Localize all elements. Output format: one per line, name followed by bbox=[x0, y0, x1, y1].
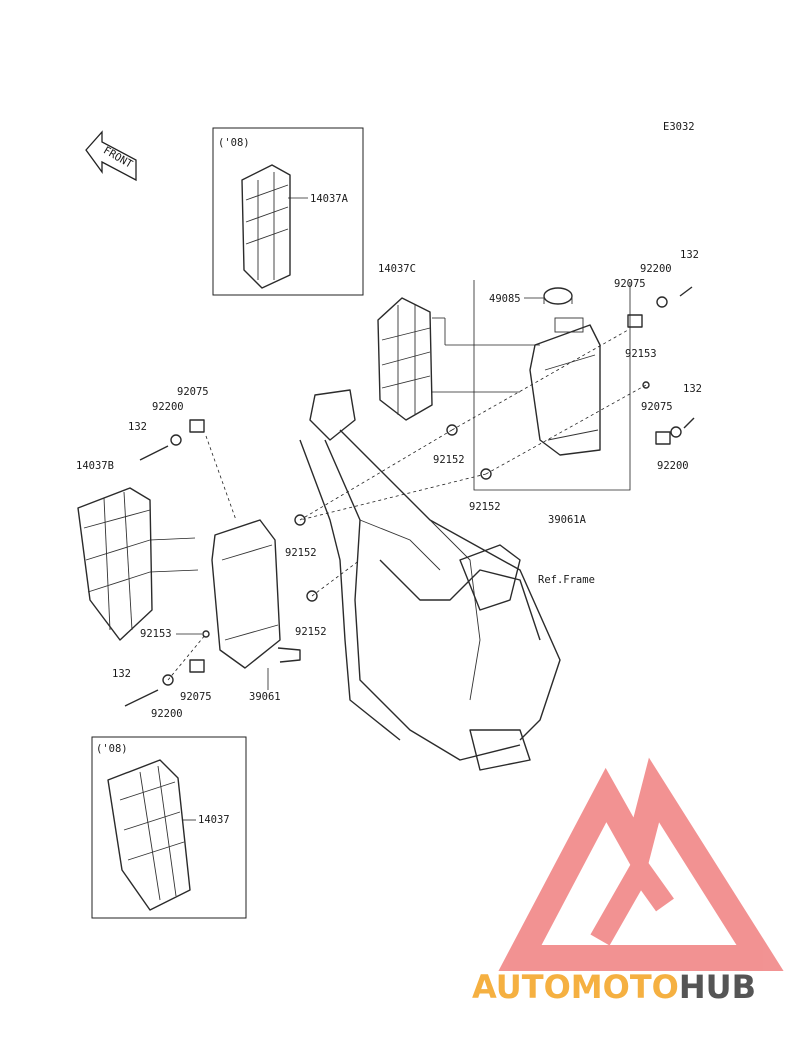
front-arrow-icon: FRONT bbox=[85, 130, 137, 182]
label-ref-frame: Ref.Frame bbox=[538, 574, 595, 586]
label-92075-r: 92075 bbox=[641, 401, 673, 413]
label-92075-tr: 92075 bbox=[614, 278, 646, 290]
label-92152-a: 92152 bbox=[433, 454, 465, 466]
inset-top: ('08) 14037A bbox=[212, 127, 364, 296]
label-92152-d: 92152 bbox=[295, 626, 327, 638]
label-92200-tr: 92200 bbox=[640, 263, 672, 275]
watermark-brand-b: HUB bbox=[679, 968, 756, 1006]
inset-bottom: ('08) 14037 bbox=[91, 736, 247, 919]
label-92152-c: 92152 bbox=[285, 547, 317, 559]
label-132-l: 132 bbox=[128, 421, 147, 433]
label-14037C: 14037C bbox=[378, 263, 416, 275]
radiator-39061 bbox=[211, 519, 301, 669]
label-39061: 39061 bbox=[249, 691, 281, 703]
label-132-r: 132 bbox=[683, 383, 702, 395]
radiator-guard-14037 bbox=[107, 759, 191, 911]
label-92200-r: 92200 bbox=[657, 460, 689, 472]
label-14037: 14037 bbox=[198, 814, 230, 826]
automotohub-logo bbox=[498, 757, 784, 971]
label-92200-l: 92200 bbox=[152, 401, 184, 413]
label-92075-l: 92075 bbox=[177, 386, 209, 398]
inset-top-variant: ('08) bbox=[218, 137, 250, 149]
label-132-bl: 132 bbox=[112, 668, 131, 680]
watermark-brand: AUTOMOTOHUB bbox=[472, 968, 756, 1006]
watermark-brand-a: AUTOMOTO bbox=[472, 968, 679, 1006]
bracket-39061A bbox=[473, 280, 631, 491]
radiator-cap-49085 bbox=[543, 287, 573, 305]
radiator-39061A bbox=[529, 317, 601, 456]
label-92075-bl: 92075 bbox=[180, 691, 212, 703]
label-132-tr: 132 bbox=[680, 249, 699, 261]
inset-bottom-variant: ('08) bbox=[96, 743, 128, 755]
radiator-guard-14037B bbox=[77, 487, 153, 641]
label-14037A: 14037A bbox=[310, 193, 349, 205]
label-92153-r: 92153 bbox=[625, 348, 657, 360]
diagram-code: E3032 bbox=[663, 121, 695, 133]
label-49085: 49085 bbox=[489, 293, 521, 305]
label-92200-bl: 92200 bbox=[151, 708, 183, 720]
label-92152-b: 92152 bbox=[469, 501, 501, 513]
radiator-guard-14037A bbox=[241, 164, 291, 289]
label-39061A: 39061A bbox=[548, 514, 587, 526]
radiator-guard-14037C bbox=[377, 297, 433, 421]
fasteners bbox=[124, 286, 695, 707]
label-92153-l: 92153 bbox=[140, 628, 172, 640]
motorcycle-frame bbox=[299, 389, 561, 771]
assembly-lines bbox=[149, 317, 647, 681]
label-14037B: 14037B bbox=[76, 460, 114, 472]
